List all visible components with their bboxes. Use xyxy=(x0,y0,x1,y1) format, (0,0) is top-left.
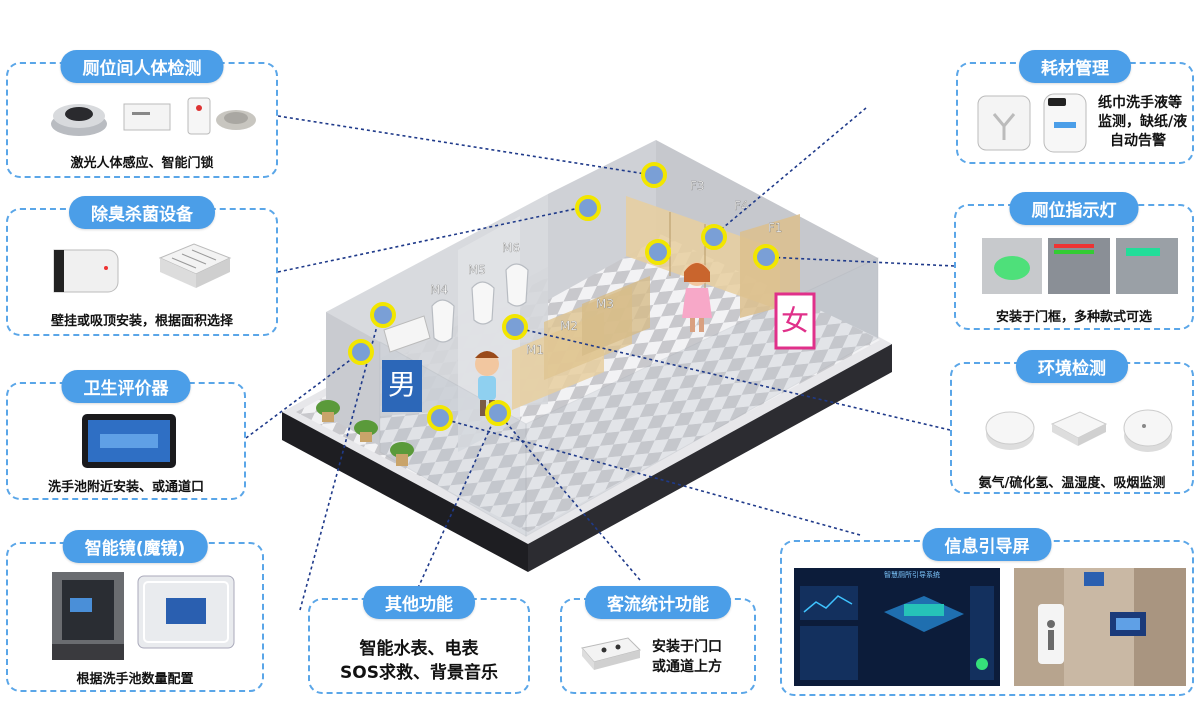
card-title: 信息引导屏 xyxy=(922,528,1052,561)
card-caption: 根据洗手池数量配置 xyxy=(76,672,194,687)
sensor-ring xyxy=(575,195,601,221)
paper-dispenser-icon xyxy=(977,95,1031,151)
label-f1: F1 xyxy=(768,221,783,235)
label-m3: M3 xyxy=(596,297,614,311)
male-sign-panel xyxy=(382,360,422,412)
sensor-ring xyxy=(641,162,667,188)
soap-dispenser-icon xyxy=(1043,93,1087,153)
ceiling-deodorizer-icon xyxy=(158,243,232,288)
guide-dashboard-icon xyxy=(794,568,1000,686)
sensor-ring xyxy=(502,314,528,340)
card-line: 纸巾洗手液等 xyxy=(1098,95,1182,111)
wall-deodorizer-icon xyxy=(53,249,119,293)
mirror-display-icon xyxy=(137,575,235,649)
card-guide-screen: 信息引导屏 智慧厕所引导系统 xyxy=(780,528,1194,696)
female-sign-panel xyxy=(774,292,816,350)
card-caption: 洗手池附近安装、或通道口 xyxy=(47,480,204,495)
card-passenger-flow: 客流统计功能 安装于门口 或通道上方 xyxy=(560,586,756,694)
card-human-detection: 厕位间人体检测 激光人体感应、智能门锁 xyxy=(6,50,278,178)
sensor-ring xyxy=(370,302,396,328)
flow-counter-icon xyxy=(581,637,641,670)
card-title: 卫生评价器 xyxy=(61,370,191,403)
sensor-ring xyxy=(348,339,374,365)
card-caption: 安装于门框，多种款式可选 xyxy=(995,310,1152,325)
card-caption: 壁挂或吸顶安装，根据面积选择 xyxy=(50,314,233,329)
girl-figure xyxy=(682,262,712,332)
card-title: 环境检测 xyxy=(1016,350,1128,383)
card-line: 监测，缺纸/液 xyxy=(1098,114,1188,130)
card-deodorizer: 除臭杀菌设备 壁挂或吸顶安装，根据面积选择 xyxy=(6,196,278,336)
card-title: 智能镜(魔镜) xyxy=(62,530,208,563)
smart-lock-icon xyxy=(187,97,256,135)
indicator-light-photos-icon xyxy=(982,238,1178,294)
sensor-ring xyxy=(701,224,727,250)
sensor-ring xyxy=(485,400,511,426)
card-title: 厕位间人体检测 xyxy=(60,50,224,83)
card-consumables: 耗材管理 纸巾洗手液等 监测，缺纸/液 自动告警 xyxy=(956,50,1194,164)
tablet-evaluator-icon xyxy=(82,414,176,468)
card-environment: 环境检测 氨气/硫化氢、温湿度、吸烟监测 xyxy=(950,350,1194,494)
card-smart-mirror: 智能镜(魔镜) 根据洗手池数量配置 xyxy=(6,530,264,692)
sensor-ring xyxy=(753,244,779,270)
humidity-sensor-icon xyxy=(1050,411,1108,446)
card-title: 客流统计功能 xyxy=(585,586,731,619)
door-sensor-icon xyxy=(123,103,171,131)
card-line: 智能水表、电表 xyxy=(359,639,479,659)
card-stall-indicator: 厕位指示灯 安装于门框，多种款式可选 xyxy=(954,192,1194,330)
card-title: 厕位指示灯 xyxy=(1009,192,1139,225)
card-hygiene-evaluator: 卫生评价器 洗手池附近安装、或通道口 xyxy=(6,370,246,500)
label-f3: F3 xyxy=(690,179,705,193)
card-line: 安装于门口 xyxy=(652,639,722,655)
sensor-ring xyxy=(645,239,671,265)
card-line: 自动告警 xyxy=(1110,133,1166,149)
gas-sensor-icon xyxy=(985,411,1035,450)
card-caption: 激光人体感应、智能门锁 xyxy=(70,156,214,171)
label-m1: M1 xyxy=(526,343,544,357)
card-caption: 氨气/硫化氢、温湿度、吸烟监测 xyxy=(978,476,1166,491)
card-title: 耗材管理 xyxy=(1019,50,1131,83)
label-m4: M4 xyxy=(430,283,448,297)
card-other-functions: 其他功能 智能水表、电表 SOS求救、背景音乐 xyxy=(308,586,530,694)
label-m6: M6 xyxy=(502,241,520,255)
card-line: SOS求救、背景音乐 xyxy=(340,663,498,683)
guide-screen-photo-icon xyxy=(1014,568,1186,686)
card-title: 其他功能 xyxy=(363,586,475,619)
mirror-photo-icon xyxy=(52,572,124,660)
smoke-sensor-icon xyxy=(1123,409,1173,452)
laser-sensor-icon xyxy=(51,104,107,136)
card-title: 除臭杀菌设备 xyxy=(69,196,215,229)
sensor-ring xyxy=(427,405,453,431)
sensor-rings xyxy=(348,162,779,431)
label-m2: M2 xyxy=(560,319,578,333)
card-line: 或通道上方 xyxy=(652,659,722,675)
male-sign: 男 xyxy=(388,368,416,401)
label-m5: M5 xyxy=(468,263,486,277)
female-sign: 女 xyxy=(781,304,809,337)
dashboard-title: 智慧厕所引导系统 xyxy=(884,571,940,579)
